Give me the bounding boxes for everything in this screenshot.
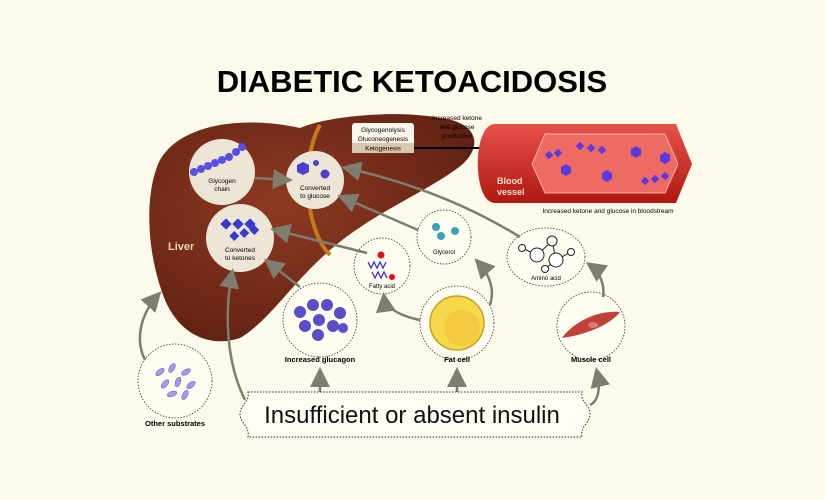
svg-text:Converted: Converted [300,185,330,192]
fatty-acid-node: Fatty acid [353,237,411,295]
svg-text:Muscle cell: Muscle cell [571,355,611,364]
svg-text:production: production [442,133,473,140]
other-substrates-node: Other substrates [137,343,213,428]
production-label: Increased ketone and glucose production [432,115,482,140]
svg-text:Glycerol: Glycerol [433,250,455,256]
insulin-box: Insufficient or absent insulin [239,391,591,438]
glycerol-node: Glycerol [416,209,472,265]
arrow-glycogen-to-glucose [254,169,293,190]
glucose-icon [297,162,309,175]
svg-text:Fatty acid: Fatty acid [369,284,395,290]
glucagon-icon [294,299,348,341]
process-box: Glycogenolysis Gluconeogenesis Ketogenes… [352,123,414,153]
svg-text:Other substrates: Other substrates [145,419,205,428]
ketone-icon [220,218,260,241]
amino-acid-node: Amino acid [506,227,586,287]
fatty-acid-icon [367,251,395,280]
process-glycogenolysis: Glycogenolysis [361,127,405,134]
process-ketogenesis: Ketogenesis [365,146,402,153]
glycogen-chain-node: Glycogen chain [189,139,255,205]
svg-text:Blood: Blood [497,176,523,186]
glucose-node: Converted to glucose [286,151,344,209]
svg-text:vessel: vessel [497,187,525,197]
fat-cell-node: Fat cell [419,285,495,364]
svg-text:to glucose: to glucose [300,193,330,200]
svg-text:Fat cell: Fat cell [444,355,470,364]
svg-text:chain: chain [214,186,230,193]
liver-label: Liver [168,241,195,253]
svg-text:Glycogen: Glycogen [208,178,236,185]
blood-vessel: Blood vessel [477,124,692,203]
ketones-node: Converted to ketones [206,204,274,272]
glucagon-node: Increased glucagon [282,282,358,364]
page-title: DIABETIC KETOACIDOSIS [217,64,607,99]
svg-text:Amino acid: Amino acid [531,276,561,282]
svg-text:Converted: Converted [225,247,255,254]
svg-text:and glucose: and glucose [439,124,474,131]
pathway-arrows [138,161,611,407]
blood-vessel-caption: Increased ketone and glucose in bloodstr… [542,208,673,215]
process-gluconeogenesis: Gluconeogenesis [358,136,409,143]
other-substrates-icon [155,363,196,400]
glycogen-chain-icon [190,143,246,176]
svg-text:Insufficient or absent insulin: Insufficient or absent insulin [264,402,560,429]
svg-text:Increased ketone: Increased ketone [432,115,482,122]
muscle-cell-node: Muscle cell [556,291,626,364]
svg-text:Increased glucagon: Increased glucagon [285,355,356,364]
svg-text:to ketones: to ketones [225,255,256,262]
amino-acid-icon [518,235,575,273]
glycerol-icon [432,223,459,240]
